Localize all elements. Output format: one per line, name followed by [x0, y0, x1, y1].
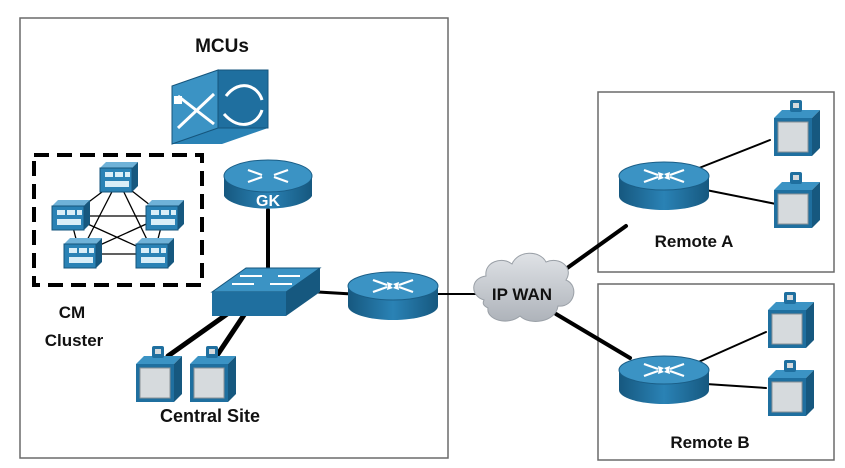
mcu-icon — [171, 69, 269, 145]
gk-label: GK — [256, 193, 280, 210]
remote-a-box — [597, 91, 835, 273]
ip-phone-icon — [135, 345, 183, 403]
mcus-label: MCUs — [195, 36, 249, 57]
callmanager-server-icon — [145, 199, 185, 231]
ip-phone-icon — [767, 359, 815, 417]
cm-cluster-label-line2: Cluster — [45, 331, 104, 350]
ip-phone-icon — [773, 171, 821, 229]
callmanager-server-icon — [51, 199, 91, 231]
cm-cluster-label-line1: CM — [59, 303, 85, 322]
cloud-icon — [473, 252, 575, 322]
router-icon — [346, 270, 440, 322]
callmanager-server-icon — [135, 237, 175, 269]
gatekeeper-router-icon — [223, 159, 313, 209]
callmanager-server-icon — [63, 237, 103, 269]
remote-a-label: Remote A — [655, 232, 734, 251]
switch-icon — [210, 267, 322, 316]
cm-cluster-boundary — [32, 153, 204, 287]
router-icon — [617, 354, 711, 406]
ip-phone-icon — [773, 99, 821, 157]
ip-wan-label: IP WAN — [492, 285, 552, 304]
callmanager-server-icon — [99, 161, 139, 193]
central-site-label: Central Site — [160, 406, 260, 426]
links — [165, 139, 777, 389]
ip-phone-icon — [767, 291, 815, 349]
router-icon — [617, 160, 711, 212]
ip-phone-icon — [189, 345, 237, 403]
remote-b-label: Remote B — [670, 433, 749, 452]
remote-b-box — [597, 283, 835, 461]
central-site-box — [19, 17, 449, 459]
